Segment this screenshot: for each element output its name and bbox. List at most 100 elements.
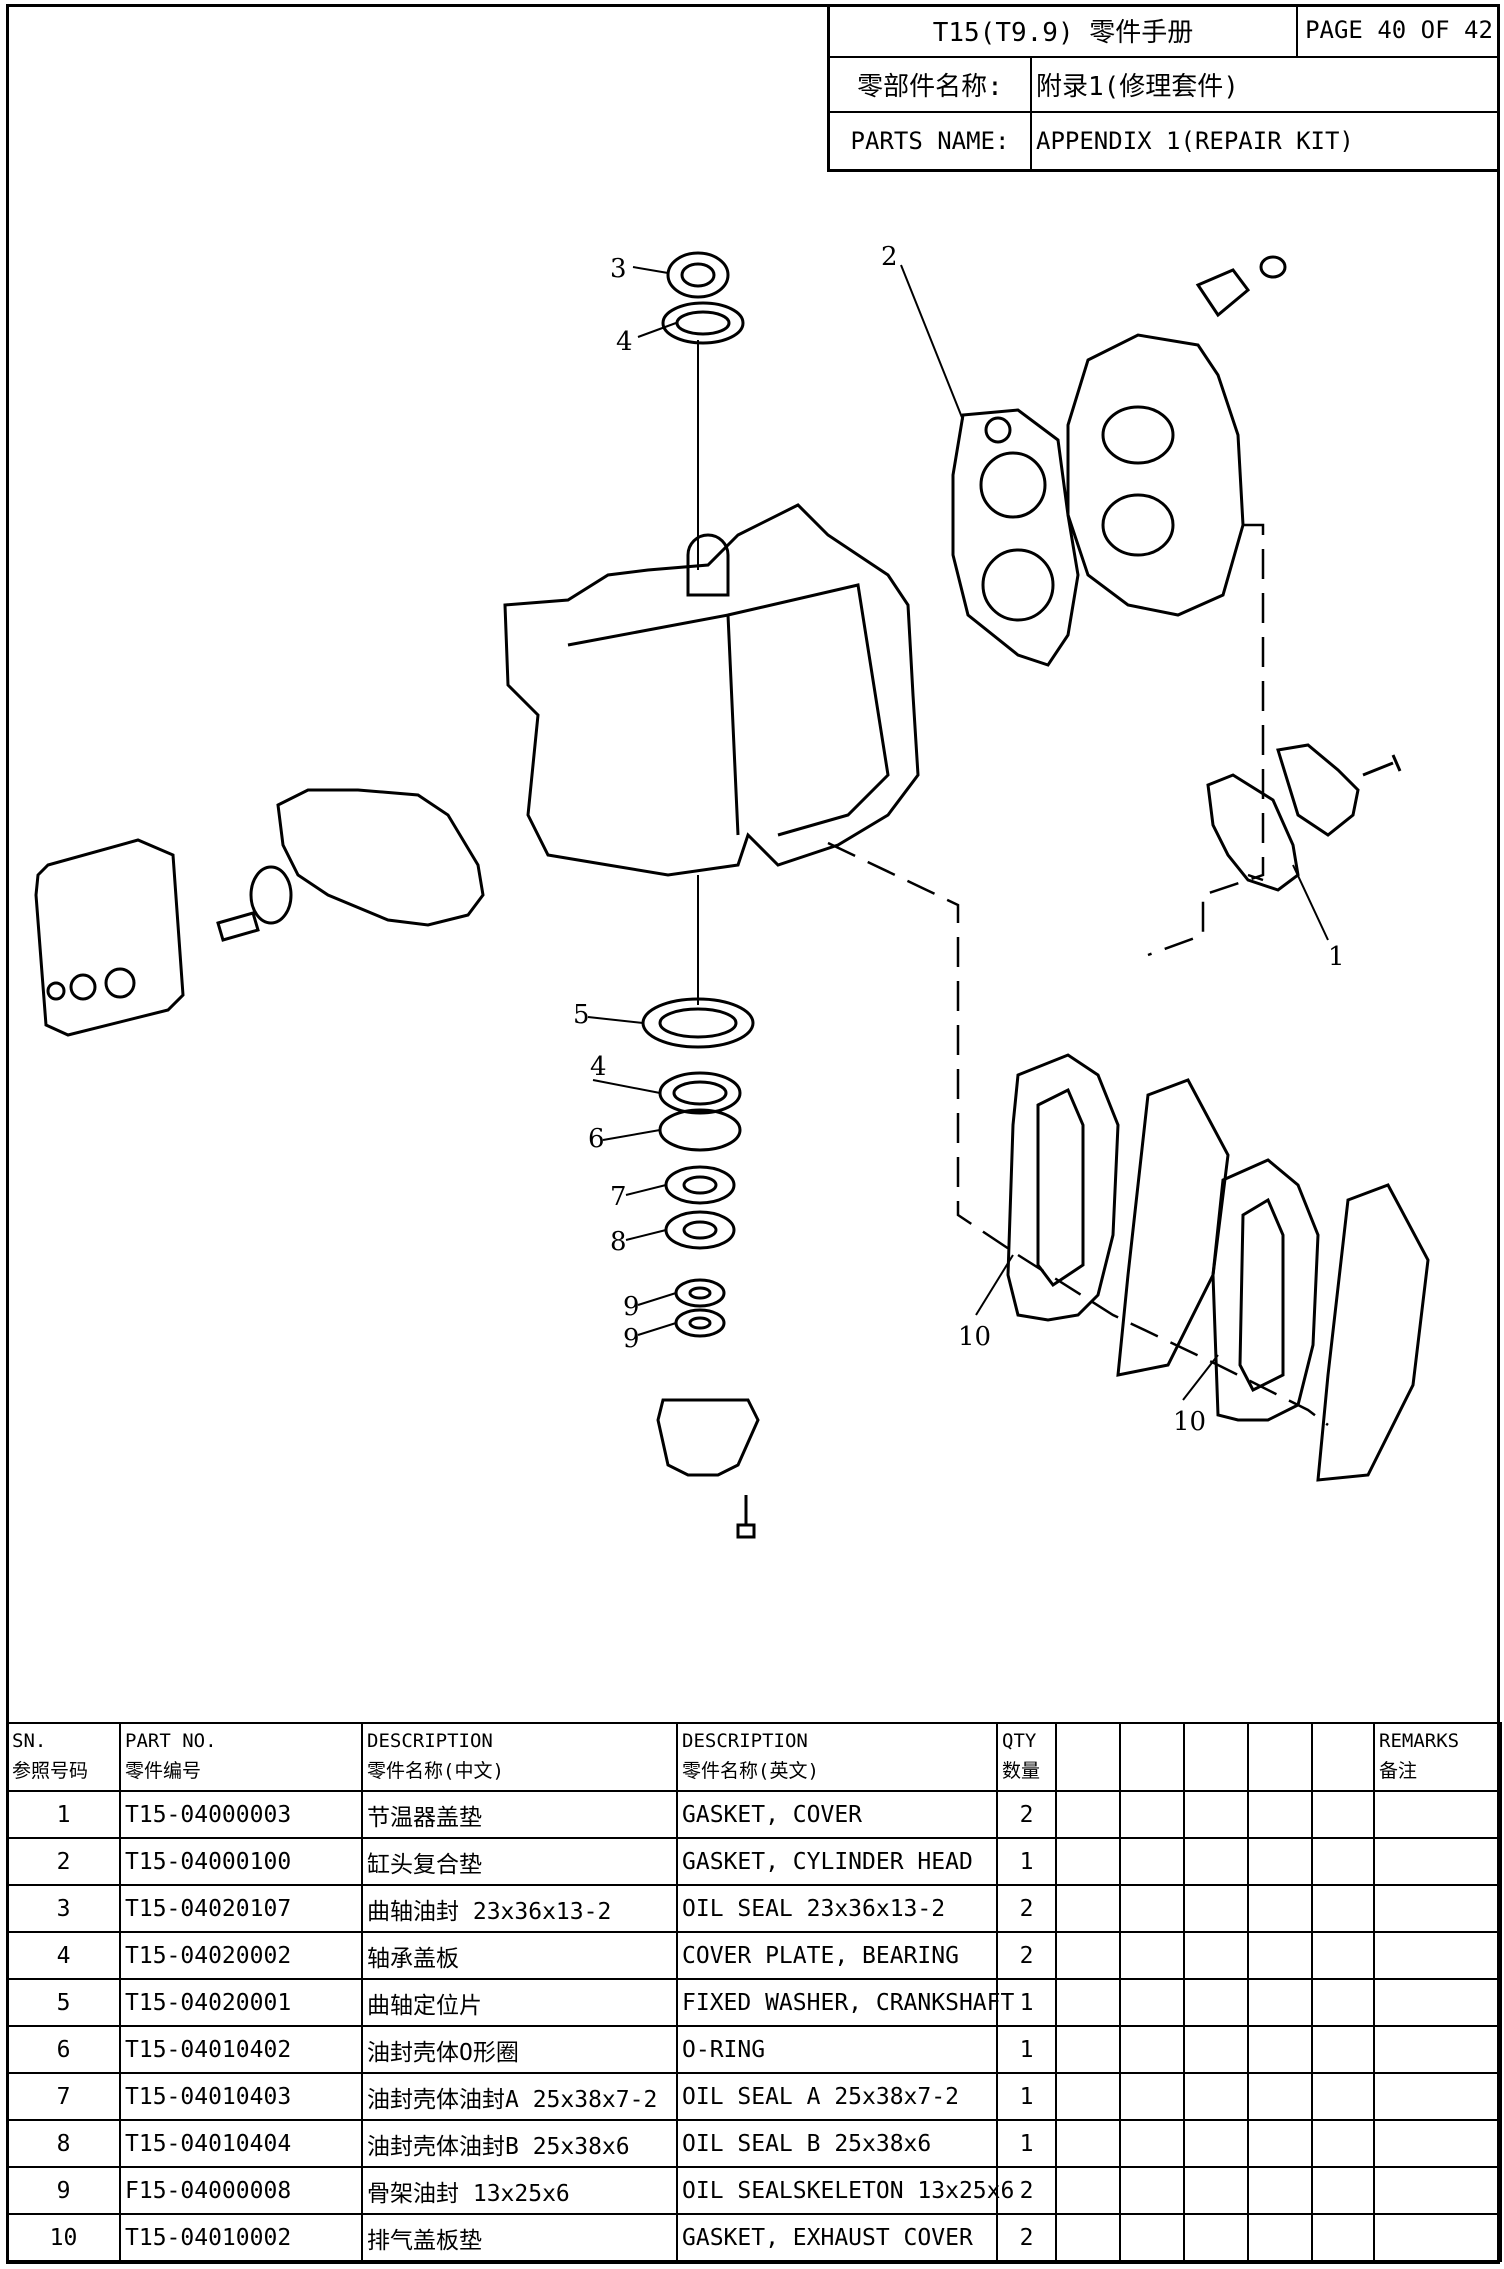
callout-1: 1 (1328, 942, 1345, 972)
assembly-line-exhaust-chain (1017, 1253, 1329, 1426)
cell-desc-en: GASKET, CYLINDER HEAD (676, 1837, 998, 1886)
cell-blank (1311, 1790, 1375, 1839)
cell-remarks (1373, 1837, 1502, 1886)
cell-desc-en: GASKET, COVER (676, 1790, 998, 1839)
washer-5-inner (658, 1007, 738, 1039)
cell-part-no: T15-04010002 (119, 2213, 363, 2262)
cell-qty: 2 (996, 2166, 1057, 2215)
table-row: 10 T15-04010002 排气盖板垫 GASKET, EXHAUST CO… (6, 2213, 1502, 2262)
oil-seal-3-inner (680, 262, 716, 288)
spark-plug-cap (1195, 268, 1251, 318)
callout-4-top: 4 (616, 327, 633, 357)
oil-seal-3 (666, 251, 730, 299)
callout-9a: 9 (623, 1292, 640, 1322)
oil-seal-9a (674, 1278, 726, 1308)
leader-8 (625, 1229, 667, 1241)
cell-blank (1247, 1790, 1313, 1839)
cell-sn: 3 (6, 1884, 121, 1933)
head-chamber-2 (1101, 493, 1175, 557)
cell-part-no: T15-04020001 (119, 1978, 363, 2027)
title-row: T15(T9.9) 零件手册 PAGE 40 OF 42 (830, 4, 1500, 58)
parts-table-body: 1 T15-04000003 节温器盖垫 GASKET, COVER 2 2 T… (6, 1790, 1502, 2262)
exhaust-gasket-10a (1006, 1053, 1120, 1322)
thermostat-bolt (1362, 754, 1402, 777)
cell-part-no: T15-04020107 (119, 1884, 363, 1933)
cell-qty: 2 (996, 1790, 1057, 1839)
cell-desc-cn: 油封壳体油封B 25x38x6 (361, 2119, 678, 2168)
cell-blank (1311, 2166, 1375, 2215)
callout-3: 3 (610, 254, 627, 284)
exhaust-plate-a (1116, 1078, 1230, 1377)
housing-bolt (736, 1495, 756, 1539)
cell-sn: 10 (6, 2213, 121, 2262)
oil-seal-9a-inner (688, 1286, 712, 1300)
cell-qty: 1 (996, 2072, 1057, 2121)
book-title: T15(T9.9) 零件手册 (830, 4, 1298, 56)
callout-4-bottom: 4 (590, 1052, 607, 1082)
name-cn-value: 附录1(修理套件) (1036, 72, 1239, 102)
callout-2: 2 (881, 242, 898, 272)
cell-blank (1119, 1884, 1185, 1933)
table-row: 8 T15-04010404 油封壳体油封B 25x38x6 OIL SEAL … (6, 2119, 1502, 2168)
cell-blank (1247, 2119, 1313, 2168)
cell-blank (1055, 1884, 1121, 1933)
callout-10a: 10 (958, 1322, 991, 1352)
cell-desc-en: GASKET, EXHAUST COVER (676, 2213, 998, 2262)
cover-plate-4-bottom-inner (672, 1080, 728, 1106)
cell-blank (1119, 2119, 1185, 2168)
cell-desc-cn: 节温器盖垫 (361, 1790, 678, 1839)
cell-part-no: T15-04010403 (119, 2072, 363, 2121)
cell-blank (1119, 2072, 1185, 2121)
thermostat-cap-right (1276, 743, 1360, 837)
cell-blank (1247, 2025, 1313, 2074)
table-row: 5 T15-04020001 曲轴定位片 FIXED WASHER, CRANK… (6, 1978, 1502, 2027)
thermostat-housing (276, 788, 485, 927)
exploded-view-drawing: 1 2 3 4 4 5 6 7 8 9 9 10 10 (8, 175, 1498, 1720)
leader-2 (900, 264, 964, 421)
header-blank-2 (1119, 1722, 1185, 1792)
cell-blank (1311, 1837, 1375, 1886)
header-blank-5 (1311, 1722, 1375, 1792)
cell-desc-cn: 曲轴油封 23x36x13-2 (361, 1884, 678, 1933)
leader-7 (625, 1184, 667, 1196)
cell-blank (1311, 2213, 1375, 2262)
cell-blank (1183, 2072, 1249, 2121)
cell-blank (1119, 1790, 1185, 1839)
cell-blank (1119, 2025, 1185, 2074)
cell-remarks (1373, 1884, 1502, 1933)
cell-sn: 9 (6, 2166, 121, 2215)
cell-desc-cn: 油封壳体油封A 25x38x7-2 (361, 2072, 678, 2121)
cell-blank (1055, 1790, 1121, 1839)
cell-blank (1183, 1884, 1249, 1933)
head-chamber-1 (1101, 405, 1175, 465)
cell-desc-en: OIL SEAL 23x36x13-2 (676, 1884, 998, 1933)
table-row: 9 F15-04000008 骨架油封 13x25x6 OIL SEALSKEL… (6, 2166, 1502, 2215)
cover-hole-1 (46, 981, 66, 1001)
cell-remarks (1373, 1978, 1502, 2027)
cylinder-block-outline (503, 503, 920, 877)
cell-blank (1055, 2213, 1121, 2262)
cell-remarks (1373, 2166, 1502, 2215)
table-header-row: SN. 参照号码 PART NO. 零件编号 DESCRIPTION 零件名称(… (6, 1722, 1502, 1792)
exhaust-gasket-10a-inner (1036, 1087, 1085, 1288)
cell-remarks (1373, 1931, 1502, 1980)
cell-remarks (1373, 2213, 1502, 2262)
callout-8: 8 (610, 1227, 627, 1257)
table-row: 2 T15-04000100 缸头复合垫 GASKET, CYLINDER HE… (6, 1837, 1502, 1886)
cell-desc-en: OIL SEAL A 25x38x7-2 (676, 2072, 998, 2121)
cell-qty: 2 (996, 1884, 1057, 1933)
cell-blank (1247, 1931, 1313, 1980)
cell-blank (1183, 2025, 1249, 2074)
table-row: 4 T15-04020002 轴承盖板 COVER PLATE, BEARING… (6, 1931, 1502, 1980)
cover-plate-4-top-inner (675, 310, 731, 336)
leader-9a (637, 1292, 677, 1306)
cell-blank (1183, 1931, 1249, 1980)
exhaust-gasket-10b-inner (1238, 1197, 1285, 1393)
cell-blank (1119, 1931, 1185, 1980)
cell-blank (1247, 1884, 1313, 1933)
cell-remarks (1373, 2072, 1502, 2121)
cell-part-no: T15-04000003 (119, 1790, 363, 1839)
title-block: T15(T9.9) 零件手册 PAGE 40 OF 42 零部件名称: 附录1(… (827, 4, 1500, 172)
exhaust-gasket-10b (1211, 1158, 1320, 1422)
header-desc-en: DESCRIPTION 零件名称(英文) (676, 1722, 998, 1792)
